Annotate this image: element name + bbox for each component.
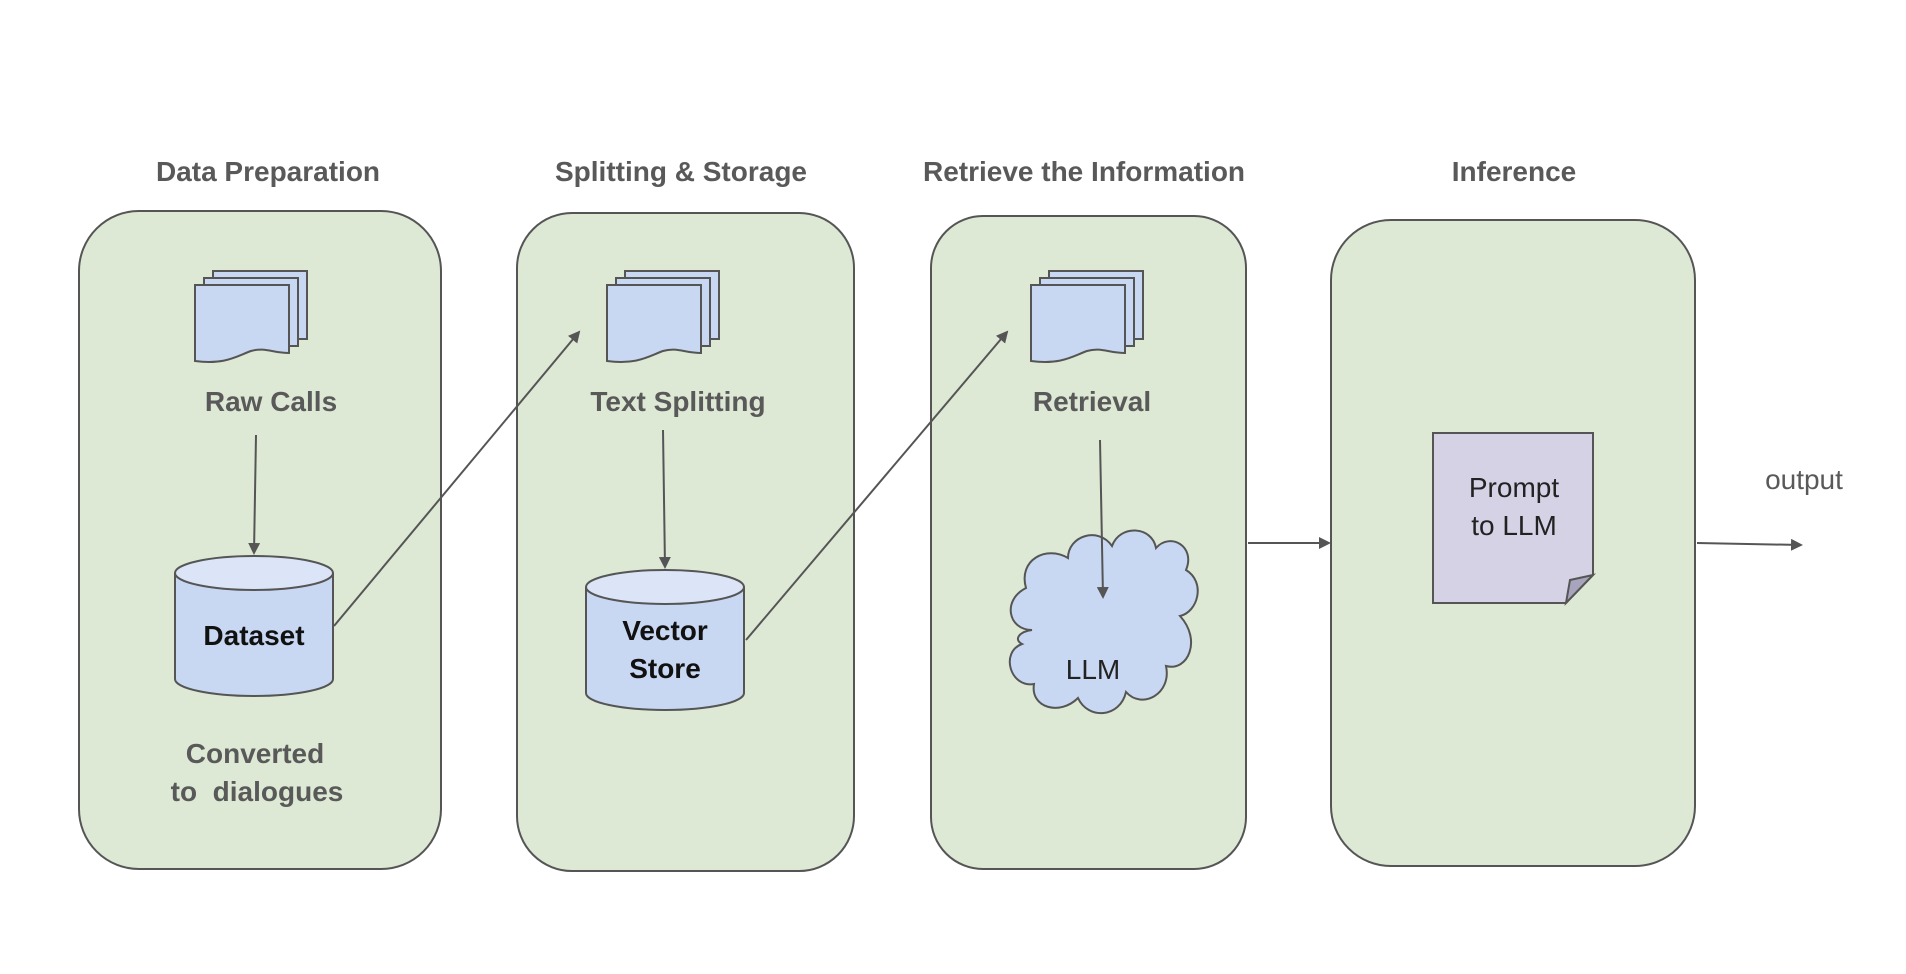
prompt-label-line2: to LLM xyxy=(1471,510,1557,541)
stage-title-data-preparation: Data Preparation xyxy=(156,156,380,187)
arrow-inference-to-output xyxy=(1696,538,1803,551)
stage-title-splitting-storage: Splitting & Storage xyxy=(555,156,807,187)
arrow-vector-store-to-retrieval xyxy=(745,330,1009,641)
cloud-icon xyxy=(1008,529,1199,714)
output-label: output xyxy=(1765,464,1843,495)
arrow-raw-calls-to-dataset xyxy=(248,434,261,555)
vector-store-label-line1: Vector xyxy=(622,615,708,646)
vector-store-label-line2: Store xyxy=(629,653,701,684)
stage-title-inference: Inference xyxy=(1452,156,1577,187)
raw-calls-label: Raw Calls xyxy=(205,386,337,417)
arrow-text-splitting-to-vector-store xyxy=(658,429,671,569)
arrow-dataset-to-text-splitting xyxy=(333,330,581,627)
converted-label-line1: Converted xyxy=(186,738,324,769)
arrow-retrieval-to-llm xyxy=(1096,439,1109,599)
stage-panel-data-preparation xyxy=(78,210,442,870)
stage-title-retrieve-information: Retrieve the Information xyxy=(923,156,1245,187)
database-icon xyxy=(174,555,334,697)
stage-panel-splitting-storage xyxy=(516,212,855,872)
dataset-label: Dataset xyxy=(203,620,304,651)
prompt-label-line1: Prompt xyxy=(1469,472,1559,503)
text-splitting-label: Text Splitting xyxy=(590,386,765,417)
retrieval-label: Retrieval xyxy=(1033,386,1151,417)
llm-label: LLM xyxy=(1066,654,1120,685)
database-icon xyxy=(585,569,745,711)
note-icon xyxy=(1432,432,1597,607)
converted-label-line2: to dialogues xyxy=(171,776,344,807)
